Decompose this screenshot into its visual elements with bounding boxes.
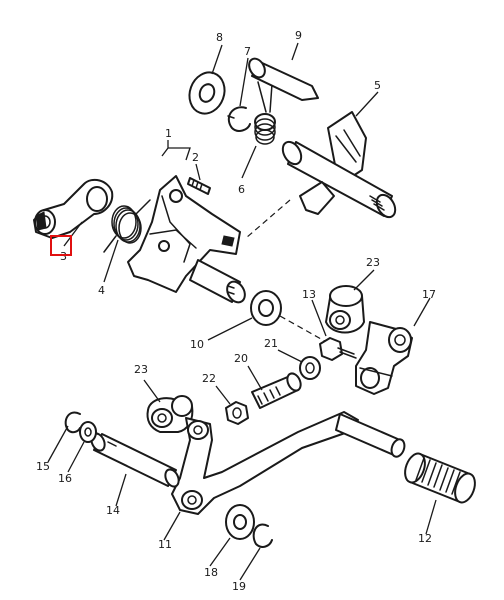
callout-10: 10	[190, 338, 204, 351]
callout-22: 22	[202, 372, 216, 385]
part-20-bolt	[251, 372, 302, 409]
part-16-washer	[79, 421, 97, 443]
part-14-pivot-shaft	[90, 432, 180, 488]
leader-lines	[47, 42, 437, 581]
callout-14: 14	[106, 504, 120, 517]
part-12-footpeg-rubber	[404, 452, 476, 504]
part-23-rod-end-upper	[325, 285, 365, 334]
callout-17: 17	[422, 288, 436, 301]
part-22-nut	[225, 401, 249, 425]
callout-19: 19	[232, 580, 246, 593]
callout-7: 7	[244, 45, 251, 58]
part-2-bolt	[187, 177, 211, 195]
part-21-nut	[299, 356, 321, 380]
callout-16: 16	[58, 472, 72, 485]
part-23-rod-end-lower	[146, 395, 194, 433]
highlight-box	[50, 235, 72, 256]
callout-1: 1	[165, 127, 172, 140]
callout-5: 5	[374, 79, 381, 92]
callout-23-upper: 23	[366, 256, 380, 269]
callout-9: 9	[295, 29, 302, 42]
callout-4: 4	[98, 284, 105, 297]
callout-8: 8	[216, 31, 223, 44]
part-10-seal	[189, 259, 331, 345]
part-18-washer	[225, 504, 255, 540]
callout-15: 15	[36, 460, 50, 473]
callout-labels: 8 7 9 5 1 2 6 3 4 23 13 17 10 21 20 23 2…	[36, 29, 436, 593]
part-9-pin	[248, 57, 319, 101]
part-15-circlip	[64, 411, 81, 434]
part-4-spring	[103, 199, 151, 253]
callout-12: 12	[418, 532, 432, 545]
callout-18: 18	[204, 566, 218, 579]
callout-23-lower: 23	[134, 363, 148, 376]
part-8-washer	[188, 71, 226, 115]
callout-13: 13	[302, 288, 316, 301]
callout-21: 21	[264, 337, 278, 350]
part-7-circlip	[227, 106, 251, 132]
part-6-spring	[254, 81, 276, 145]
part-1-shift-bracket	[127, 175, 241, 293]
callout-20: 20	[234, 352, 248, 365]
part-17-rod-end	[355, 321, 413, 395]
part-3-shift-arm	[33, 178, 114, 239]
part-11-shift-pedal	[171, 411, 406, 515]
part-19-circlip	[252, 523, 273, 548]
part-5-shift-shaft	[245, 111, 397, 239]
part-13-nut	[319, 337, 357, 361]
callout-6: 6	[238, 183, 245, 196]
callout-11: 11	[158, 538, 172, 551]
callout-2: 2	[192, 151, 199, 164]
callout-3: 3	[60, 250, 67, 263]
